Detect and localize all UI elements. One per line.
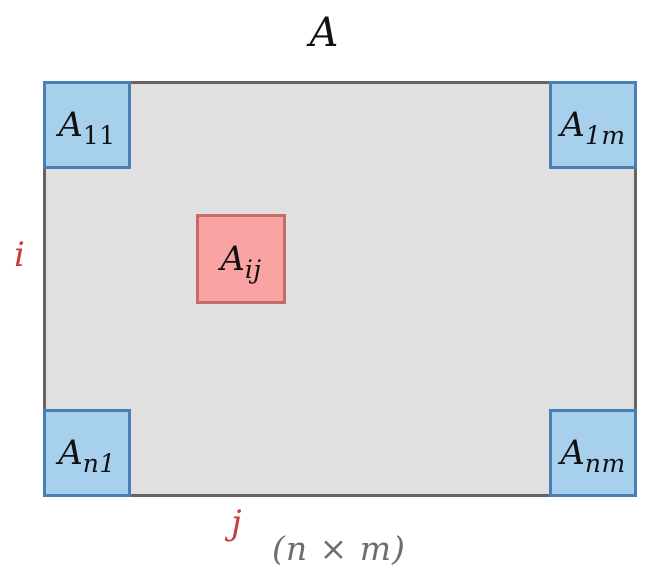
cell-a11-base: A xyxy=(58,105,83,145)
matrix-cell-a1m[interactable]: A1m xyxy=(549,81,637,169)
cell-anm-base: A xyxy=(560,433,585,473)
matrix-cell-aij[interactable]: Aij xyxy=(196,214,286,304)
cell-a11-subscript: 11 xyxy=(82,121,116,150)
matrix-cell-a1m-label: A1m xyxy=(560,105,625,148)
dimensions-caption: (n × m) xyxy=(272,529,406,568)
matrix-body xyxy=(43,81,637,497)
matrix-cell-an1[interactable]: An1 xyxy=(43,409,131,497)
matrix-cell-anm-label: Anm xyxy=(560,433,625,476)
matrix-cell-aij-label: Aij xyxy=(220,239,261,282)
row-index-label: i xyxy=(14,235,25,275)
matrix-cell-a11[interactable]: A11 xyxy=(43,81,131,169)
cell-a1m-subscript: 1m xyxy=(584,121,626,150)
matrix-cell-an1-label: An1 xyxy=(58,433,116,476)
matrix-cell-a11-label: A11 xyxy=(58,105,115,148)
matrix-title-label: A xyxy=(309,10,339,56)
cell-an1-subscript: n1 xyxy=(82,449,116,478)
column-index-label: j xyxy=(231,503,242,543)
cell-anm-subscript: nm xyxy=(584,449,626,478)
matrix-cell-anm[interactable]: Anm xyxy=(549,409,637,497)
cell-aij-subscript: ij xyxy=(244,255,262,284)
cell-aij-base: A xyxy=(220,239,245,279)
cell-a1m-base: A xyxy=(560,105,585,145)
cell-an1-base: A xyxy=(58,433,83,473)
